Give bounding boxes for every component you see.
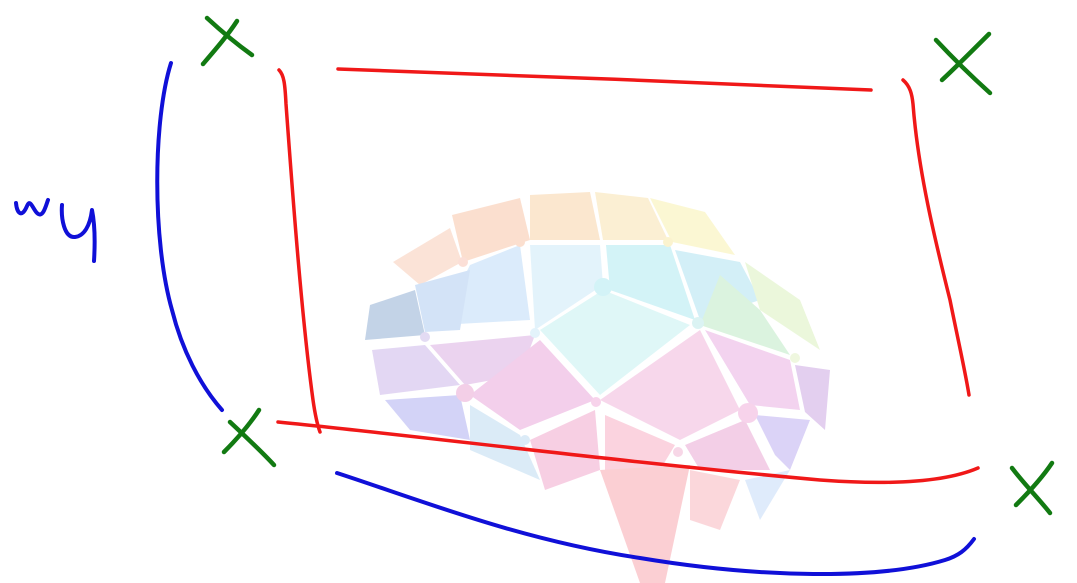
- watermark-node: [520, 435, 530, 445]
- watermark-facet: [690, 470, 740, 530]
- watermark-node: [738, 403, 758, 423]
- watermark-node: [530, 328, 540, 338]
- cross-mark-icon: [936, 40, 990, 93]
- watermark-node: [515, 237, 525, 247]
- brain-logo-watermark: [365, 192, 830, 583]
- cross-marker-top-right: [936, 34, 990, 93]
- watermark-node: [594, 278, 612, 296]
- watermark-facet: [365, 290, 425, 340]
- watermark-node: [420, 332, 430, 342]
- cross-marker-bottom-left: [224, 410, 274, 465]
- watermark-node: [673, 447, 683, 457]
- omega-glyph: [16, 200, 48, 214]
- cross-marker-top-left: [203, 18, 252, 64]
- watermark-facet: [595, 192, 668, 240]
- red-right-edge: [903, 80, 969, 395]
- watermark-node: [591, 397, 601, 407]
- cross-mark-icon: [1016, 463, 1052, 505]
- watermark-node: [456, 384, 474, 402]
- watermark-node: [458, 257, 468, 267]
- red-left-edge: [279, 70, 320, 432]
- cross-mark-icon: [230, 422, 274, 465]
- y-glyph: [62, 205, 95, 261]
- side-label-handwriting: [16, 200, 95, 261]
- watermark-node: [790, 353, 800, 363]
- watermark-facet: [530, 192, 600, 240]
- watermark-node: [692, 317, 704, 329]
- blue-left-bracket: [157, 63, 222, 410]
- red-top-edge: [338, 69, 871, 90]
- cross-marker-bottom-right: [1012, 463, 1052, 513]
- watermark-node: [663, 237, 673, 247]
